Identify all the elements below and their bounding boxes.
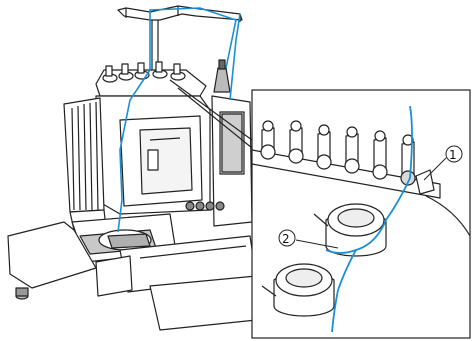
needle-bar-case (64, 98, 106, 230)
thread-guide (401, 135, 415, 185)
thread-guide (261, 121, 275, 159)
thread-guide (345, 127, 359, 173)
cone-spool (214, 60, 230, 92)
callout-2-label: 2 (282, 232, 290, 246)
thread-guide (373, 131, 387, 179)
thread-guide (289, 121, 303, 163)
thread-guide (317, 125, 331, 169)
machine-head (96, 96, 210, 214)
inset-panel: 1 2 (252, 90, 470, 338)
machine-illustration (8, 6, 256, 330)
callout-1-label: 1 (449, 148, 457, 162)
spool-stand-row (96, 62, 206, 96)
